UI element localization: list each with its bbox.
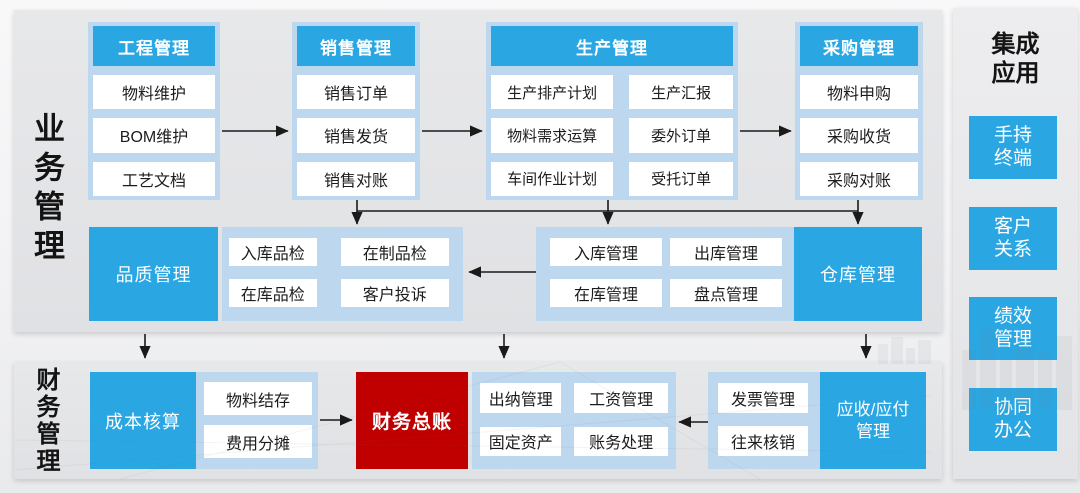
app-box-handheld-terminal: 手持 终端 [969, 116, 1057, 179]
module-box: 物料结存 [204, 382, 312, 415]
module-box: 在库管理 [550, 279, 662, 307]
warehouse-box: 仓库管理 [794, 227, 922, 321]
module-box: 销售发货 [297, 118, 415, 153]
production-header: 生产管理 [491, 26, 733, 66]
module-box: 发票管理 [718, 383, 808, 413]
module-box: 生产汇报 [629, 75, 733, 110]
module-box: 出库管理 [670, 238, 782, 266]
sales-header: 销售管理 [297, 26, 415, 66]
finance-section-label: 财务管理 [32, 367, 59, 475]
quality-box: 品质管理 [89, 227, 218, 321]
integration-title: 集成 应用 [991, 31, 1040, 87]
module-box: 在制品检 [340, 238, 449, 266]
module-box: 车间作业计划 [491, 161, 614, 196]
module-box: 工资管理 [574, 383, 668, 413]
module-box: BOM维护 [93, 118, 215, 153]
module-box: 销售订单 [297, 75, 415, 110]
module-box: 物料需求运算 [491, 118, 614, 153]
production-items: 生产排产计划 生产汇报 物料需求运算 委外订单 车间作业计划 受托订单 [491, 75, 733, 196]
module-box: 工艺文档 [93, 161, 215, 196]
module-box: 费用分摊 [204, 425, 312, 458]
purchasing-header: 采购管理 [800, 26, 918, 66]
cost-items: 物料结存 费用分摊 [196, 372, 318, 469]
quality-items: 入库品检 在制品检 在库品检 客户投诉 [222, 227, 463, 321]
app-box-performance-management: 绩效 管理 [969, 297, 1057, 360]
receivable-items: 发票管理 往来核销 [708, 372, 820, 469]
production-group: 生产管理 生产排产计划 生产汇报 物料需求运算 委外订单 车间作业计划 受托订单 [486, 22, 738, 200]
module-box: 入库管理 [550, 238, 662, 266]
module-box: 物料维护 [93, 75, 215, 110]
treasury-items: 出纳管理 工资管理 固定资产 账务处理 [472, 372, 676, 469]
receivable-box: 应收/应付 管理 [820, 372, 926, 469]
warehouse-group: 入库管理 出库管理 在库管理 盘点管理 仓库管理 [536, 227, 922, 321]
engineering-header: 工程管理 [93, 26, 215, 66]
module-box: 往来核销 [718, 426, 808, 456]
warehouse-items: 入库管理 出库管理 在库管理 盘点管理 [536, 227, 794, 321]
module-box: 入库品检 [229, 238, 317, 266]
module-box: 盘点管理 [670, 279, 782, 307]
business-section-label: 业务管理 [29, 112, 64, 268]
engineering-group: 工程管理 物料维护 BOM维护 工艺文档 [88, 22, 220, 200]
receivable-group: 发票管理 往来核销 应收/应付 管理 [708, 372, 926, 469]
module-box: 采购对账 [800, 161, 918, 196]
module-box: 受托订单 [629, 161, 733, 196]
module-box: 账务处理 [574, 426, 668, 456]
cost-box: 成本核算 [90, 372, 196, 469]
app-box-collaborative-office: 协同 办公 [969, 388, 1057, 451]
module-box: 销售对账 [297, 161, 415, 196]
app-box-customer-relationship: 客户 关系 [969, 207, 1057, 270]
module-box: 在库品检 [229, 279, 317, 307]
cost-group: 成本核算 物料结存 费用分摊 [90, 372, 318, 469]
module-box: 物料申购 [800, 75, 918, 110]
purchasing-group: 采购管理 物料申购 采购收货 采购对账 [795, 22, 923, 200]
module-box: 固定资产 [480, 426, 562, 456]
module-box: 生产排产计划 [491, 75, 614, 110]
ledger-box: 财务总账 [356, 372, 468, 469]
module-box: 客户投诉 [340, 279, 449, 307]
module-box: 委外订单 [629, 118, 733, 153]
module-box: 采购收货 [800, 118, 918, 153]
sales-group: 销售管理 销售订单 销售发货 销售对账 [292, 22, 420, 200]
module-box: 出纳管理 [480, 383, 562, 413]
